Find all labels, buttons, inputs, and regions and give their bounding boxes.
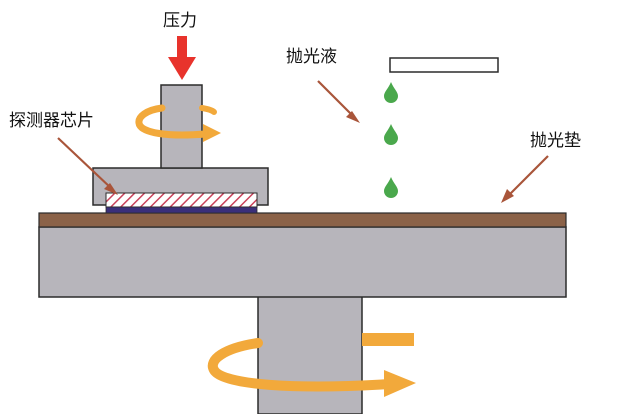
chip-label: 探测器芯片 [9, 111, 94, 131]
slurry-nozzle [389, 57, 499, 73]
pressure-label: 压力 [163, 11, 197, 31]
chip-pointer-arrow [57, 137, 118, 195]
detector-chip [105, 192, 258, 214]
slurry-label: 抛光液 [286, 47, 337, 67]
slurry-droplet-icon [384, 82, 398, 103]
pad-pointer-arrow [501, 155, 549, 203]
platen-shaft [257, 294, 363, 414]
slurry-droplet-icon [384, 124, 398, 145]
slurry-droplet-icon [384, 177, 398, 198]
pad-label: 抛光垫 [530, 131, 581, 151]
polishing-pad [38, 212, 567, 228]
curved-rotation-arrow-icon [207, 333, 416, 397]
curved-rotation-arrow-icon [135, 104, 221, 142]
down-arrow-icon [168, 36, 196, 80]
slurry-droplets [384, 82, 398, 198]
slurry-pointer-arrow [317, 80, 360, 123]
carrier-spindle [160, 84, 203, 169]
platen [38, 226, 567, 298]
